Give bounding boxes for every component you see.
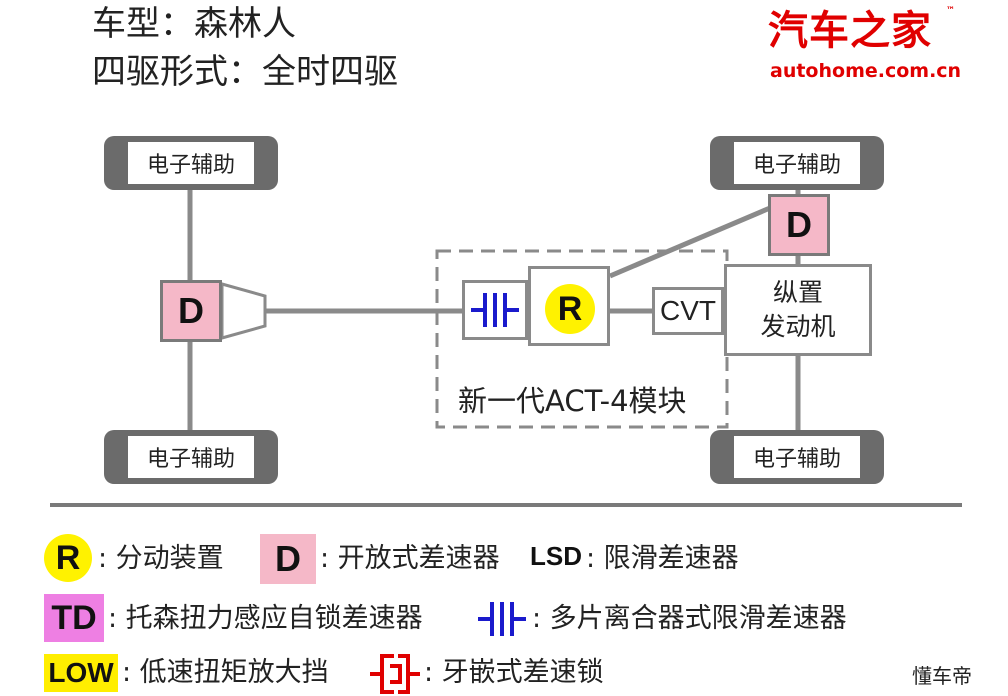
legend-low-gear-text: : 低速扭矩放大挡	[122, 657, 329, 688]
legend-open-diff-symbol: D	[260, 534, 316, 584]
transfer-to-rear-diff-shaft	[609, 205, 771, 279]
car-model-line: 车型：森林人	[92, 4, 296, 44]
legend-clutch-lsd-text: : 多片离合器式限滑差速器	[532, 603, 847, 634]
wheel-label: 电子辅助	[128, 142, 254, 184]
legend-open-diff-text: : 开放式差速器	[320, 543, 500, 574]
engine-label-line2: 发动机	[760, 312, 836, 341]
wheel-rear-left: 电子辅助	[104, 430, 278, 484]
legend-torsen-text: : 托森扭力感应自锁差速器	[108, 603, 423, 634]
autohome-logo-domain: autohome.com.cn	[770, 60, 962, 82]
legend-dog-clutch-text: : 牙嵌式差速锁	[424, 657, 604, 688]
engine-label-line1: 纵置	[772, 278, 823, 307]
legend-lsd-symbol: LSD	[530, 541, 582, 571]
act4-module-label: 新一代ACT-4模块	[458, 384, 687, 418]
front-open-differential: D	[160, 280, 222, 342]
legend-lsd-text: : 限滑差速器	[586, 543, 739, 574]
legend-divider	[50, 503, 962, 507]
wheel-front-left: 电子辅助	[104, 136, 278, 190]
logo-trademark: ™	[946, 6, 955, 16]
legend-transfer-symbol: R	[44, 534, 92, 582]
dongchedi-watermark: 懂车帝	[912, 664, 972, 688]
autohome-logo-cn: 汽车之家	[768, 8, 932, 54]
multi-plate-clutch-box	[462, 280, 528, 340]
drive-mode-line: 四驱形式：全时四驱	[92, 52, 398, 92]
legend-multi-plate-clutch-icon	[478, 602, 526, 636]
legend-transfer-text: : 分动装置	[98, 543, 224, 574]
front-diff-housing	[220, 282, 267, 340]
legend-dog-clutch-lock-icon	[370, 654, 420, 694]
wheel-label: 电子辅助	[734, 142, 860, 184]
cvt-transmission: CVT	[652, 287, 724, 335]
transfer-case-box: R	[528, 266, 610, 346]
legend-low-gear-symbol: LOW	[44, 654, 118, 692]
legend-torsen-symbol: TD	[44, 594, 104, 642]
wheel-label: 电子辅助	[734, 436, 860, 478]
wheel-front-right: 电子辅助	[710, 136, 884, 190]
multi-plate-clutch-icon	[471, 293, 519, 327]
transfer-case-symbol: R	[545, 284, 595, 334]
longitudinal-engine: 纵置 发动机	[724, 264, 872, 356]
rear-open-differential: D	[768, 194, 830, 256]
wheel-label: 电子辅助	[128, 436, 254, 478]
wheel-rear-right: 电子辅助	[710, 430, 884, 484]
